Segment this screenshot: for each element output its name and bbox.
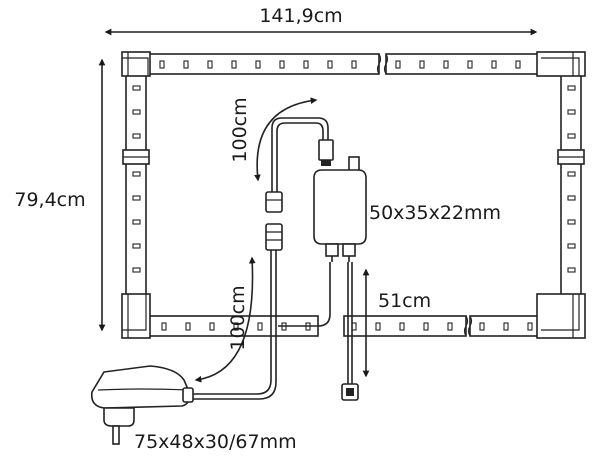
- led-strip-frame: [121, 51, 586, 339]
- led-chip: [161, 322, 167, 331]
- led-chip: [207, 60, 213, 69]
- led-chip: [327, 60, 333, 69]
- led-chip: [231, 60, 237, 69]
- led-chip: [255, 60, 261, 69]
- led-chip: [479, 322, 485, 331]
- strip-cut-top: [376, 53, 382, 75]
- led-chip: [567, 243, 576, 249]
- led-chip: [419, 60, 425, 69]
- joint-clip-left: [122, 149, 150, 165]
- led-chip: [375, 322, 381, 331]
- led-chip: [491, 60, 497, 69]
- lower-cable-length-arrow: [194, 256, 256, 383]
- led-chip: [567, 109, 576, 115]
- strip-cable: [278, 262, 331, 327]
- led-strip-right-bottom: [560, 159, 582, 297]
- led-strip-left-bottom: [125, 159, 147, 297]
- adapter-prong: [112, 425, 120, 445]
- led-chip: [527, 322, 533, 331]
- connector-upper-half: [265, 191, 283, 213]
- controller-output-jack-2: [342, 243, 356, 257]
- led-chip: [159, 60, 165, 69]
- led-chip: [447, 322, 453, 331]
- led-chip: [132, 243, 141, 249]
- led-chip: [423, 322, 429, 331]
- connector-lower-half: [265, 223, 283, 251]
- corner-connector-top-right: [536, 51, 586, 77]
- led-chip: [209, 322, 215, 331]
- dimension-arrows: [98, 28, 538, 383]
- controller-input-jack: [348, 156, 360, 172]
- adapter-cable-exit: [182, 387, 194, 403]
- upper-cable-label: 100cm: [229, 97, 251, 162]
- led-chip: [567, 171, 576, 177]
- upper-cable-length-arrow: [254, 97, 318, 182]
- corner-connector-bottom-left: [121, 293, 151, 339]
- adapter-body: [90, 365, 191, 409]
- plug-upper: [318, 139, 334, 161]
- led-chip: [132, 195, 141, 201]
- lower-cable-label: 100cm: [227, 285, 249, 350]
- controller-dimensions-label: 50x35x22mm: [369, 202, 501, 224]
- corner-connector-top-left: [121, 51, 151, 77]
- inline-connector: [265, 191, 283, 251]
- led-chip: [279, 60, 285, 69]
- height-label: 79,4cm: [14, 189, 85, 211]
- cable-strip-to-controller: [317, 262, 331, 327]
- led-chip: [567, 219, 576, 225]
- led-chip: [132, 219, 141, 225]
- led-chip: [567, 85, 576, 91]
- led-chip: [257, 322, 263, 331]
- power-adapter: [90, 365, 194, 445]
- led-chip: [399, 322, 405, 331]
- led-strip-top-left: [146, 53, 380, 75]
- led-chip: [183, 60, 189, 69]
- joint-clip-right: [557, 149, 585, 165]
- strip-cut-bottom: [463, 315, 469, 337]
- led-chips: [132, 60, 576, 331]
- led-chip: [467, 60, 473, 69]
- led-chip: [503, 322, 509, 331]
- adapter-dimensions-label: 75x48x30/67mm: [134, 431, 297, 453]
- adapter-plug-base: [103, 407, 135, 427]
- controller-box: [313, 169, 367, 262]
- controller-output-jack-1: [325, 243, 339, 257]
- led-chip: [567, 267, 576, 273]
- led-chip: [132, 267, 141, 273]
- led-chip: [567, 133, 576, 139]
- sensor-cable-label: 51cm: [378, 290, 431, 312]
- led-chip: [567, 195, 576, 201]
- led-chip: [185, 322, 191, 331]
- cable-to-adapter: [186, 250, 272, 395]
- led-chip: [395, 60, 401, 69]
- led-chip: [132, 109, 141, 115]
- led-chip: [351, 60, 357, 69]
- led-chip: [132, 171, 141, 177]
- led-chip: [303, 60, 309, 69]
- lower-cable: [186, 250, 277, 400]
- controller-body: [313, 169, 367, 245]
- corner-connector-bottom-right: [536, 293, 586, 339]
- led-chip: [443, 60, 449, 69]
- led-chip: [132, 133, 141, 139]
- led-chip: [132, 85, 141, 91]
- width-label: 141,9cm: [259, 5, 342, 27]
- sensor-cable: [341, 262, 359, 401]
- led-chip: [515, 60, 521, 69]
